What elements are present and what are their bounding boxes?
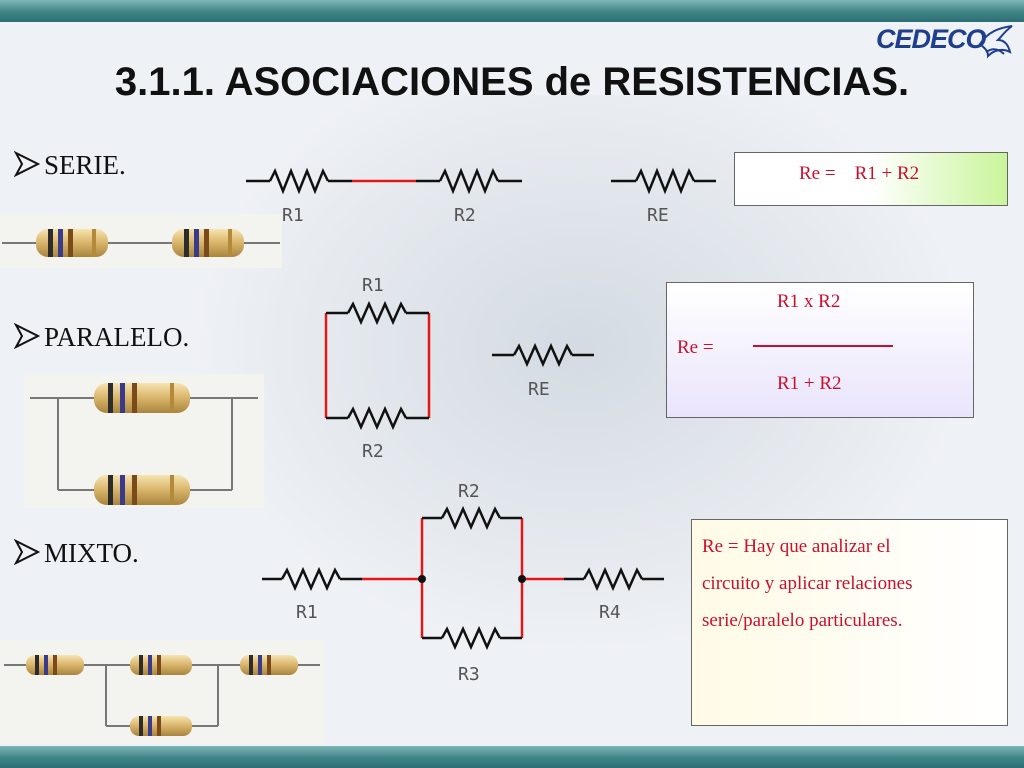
resistor-re-symbol <box>512 342 574 368</box>
serie-resistor-photo <box>0 214 282 268</box>
resistor-r2-symbol <box>346 405 408 431</box>
resistor-r2-symbol <box>438 167 500 195</box>
formula-serie-text: Re = R1 + R2 <box>799 163 920 184</box>
formula-paralelo-denominator: R1 + R2 <box>777 373 842 394</box>
formula-mixto-text: Re = Hay que analizar el circuito y apli… <box>702 536 913 631</box>
mixto-resistor-photo <box>0 640 324 744</box>
resistor-r1-symbol <box>268 167 330 195</box>
junction-node <box>418 575 426 583</box>
label-re: RE <box>528 379 550 400</box>
section-mixto: MIXTO. <box>14 538 139 569</box>
dove-icon <box>978 25 1013 59</box>
formula-box-paralelo: R1 x R2 Re = R1 + R2 <box>666 282 974 418</box>
label-r1: R1 <box>282 205 304 226</box>
cedeco-logo: CEDECO <box>876 24 1013 59</box>
resistor-r1-symbol <box>280 566 342 592</box>
resistor-r4-symbol <box>582 566 644 592</box>
resistor-r3-symbol <box>440 625 502 651</box>
junction-node <box>518 575 526 583</box>
resistor-r2-symbol <box>440 505 502 531</box>
resistor-r1-symbol <box>346 300 408 326</box>
label-r4: R4 <box>599 602 621 623</box>
label-re: RE <box>647 205 669 226</box>
label-r1: R1 <box>362 275 384 296</box>
label-r3: R3 <box>458 664 480 685</box>
formula-box-serie: Re = R1 + R2 <box>734 152 1008 206</box>
section-paralelo: PARALELO. <box>14 322 189 353</box>
formula-paralelo-numerator: R1 x R2 <box>777 291 841 312</box>
paralelo-schematic: R1 R2 RE <box>324 275 594 462</box>
arrow-bullet-icon <box>14 151 40 177</box>
mixto-schematic: R1 R2 R3 R4 <box>262 481 664 685</box>
label-r2: R2 <box>362 441 384 462</box>
label-r2: R2 <box>458 481 480 502</box>
formula-box-mixto: Re = Hay que analizar el circuito y apli… <box>691 519 1008 726</box>
paralelo-resistor-photo <box>24 374 264 508</box>
arrow-bullet-icon <box>14 323 40 349</box>
label-r2: R2 <box>454 205 476 226</box>
fraction-line <box>753 345 893 347</box>
label-r1: R1 <box>296 602 318 623</box>
footer-bar <box>0 746 1024 768</box>
serie-schematic: R1 R2 RE <box>246 167 716 226</box>
header-bar <box>0 0 1024 22</box>
resistor-re-symbol <box>634 167 696 195</box>
formula-paralelo-prefix: Re = <box>677 337 714 358</box>
page-title: 3.1.1. ASOCIACIONES de RESISTENCIAS. <box>114 60 910 104</box>
section-serie: SERIE. <box>14 150 126 181</box>
arrow-bullet-icon <box>14 539 40 565</box>
